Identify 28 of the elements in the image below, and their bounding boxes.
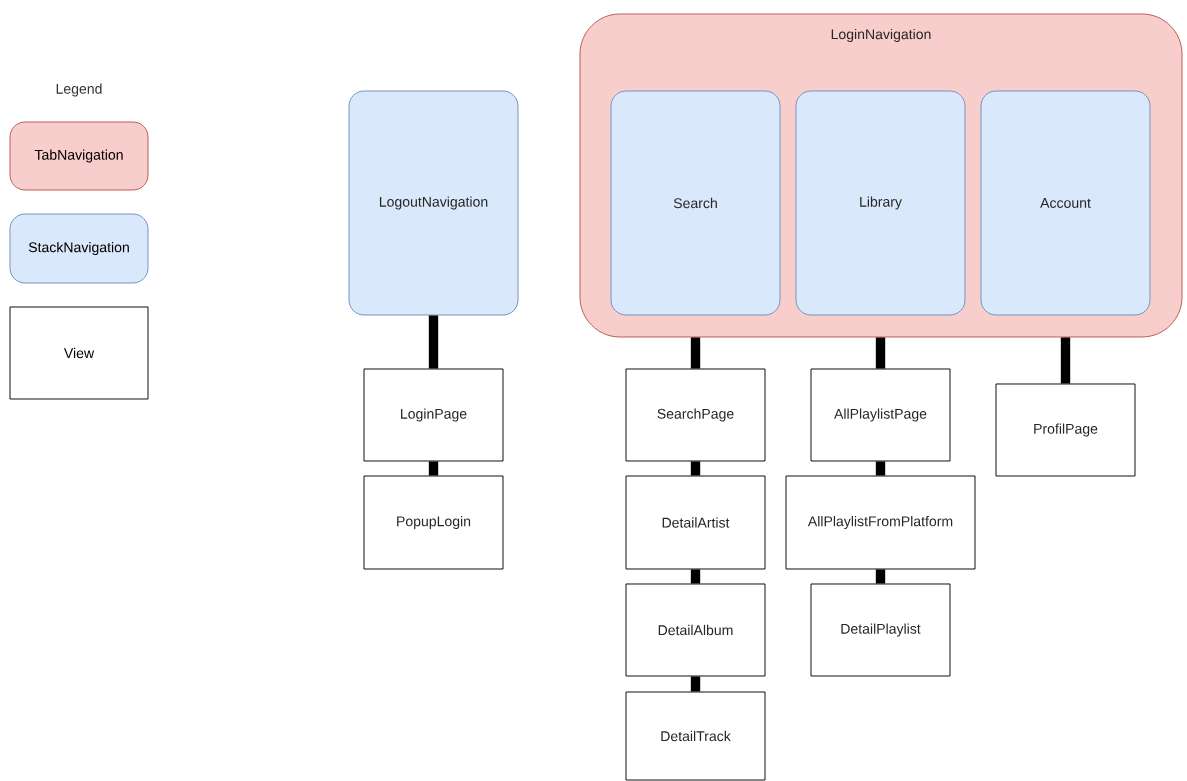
legend-title: Legend <box>56 83 102 97</box>
legend-item: TabNavigation <box>9 121 149 191</box>
connector-line <box>428 461 439 476</box>
stack-box: Search <box>610 90 781 316</box>
connector-line <box>428 315 439 369</box>
connector-line <box>690 461 701 476</box>
view-box: AllPlaylistPage <box>810 368 951 462</box>
view-box: DetailPlaylist <box>810 583 951 677</box>
stack-box: Library <box>795 90 966 316</box>
stack-box: Account <box>980 90 1151 316</box>
legend-item: StackNavigation <box>9 213 149 284</box>
view-box: DetailAlbum <box>625 583 766 677</box>
connector-line <box>875 569 886 584</box>
view-box: ProfilPage <box>995 383 1136 477</box>
view-box: AllPlaylistFromPlatform <box>785 475 976 570</box>
stack-box: LogoutNavigation <box>348 90 519 316</box>
view-box: SearchPage <box>625 368 766 462</box>
connector-line <box>1060 337 1071 384</box>
connector-line <box>690 337 701 369</box>
view-box: PopupLogin <box>363 475 504 570</box>
legend-item: View <box>9 306 149 400</box>
view-box: LoginPage <box>363 368 504 462</box>
connector-line <box>690 676 701 692</box>
connector-line <box>875 337 886 369</box>
connector-line <box>875 461 886 476</box>
connector-line <box>690 569 701 584</box>
view-box: DetailArtist <box>625 475 766 570</box>
view-box: DetailTrack <box>625 691 766 781</box>
